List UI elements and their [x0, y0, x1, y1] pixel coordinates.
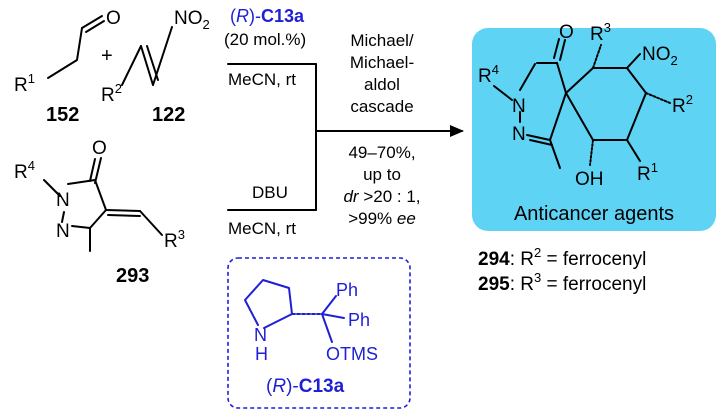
solvent-top: MeCN, rt	[228, 70, 296, 89]
conditions-top: (R)-C13a (20 mol.%) MeCN, rt	[224, 6, 306, 89]
catalyst-label-top: (R)-C13a	[230, 6, 305, 26]
pyrazolone-r3: R3	[164, 227, 185, 252]
product-r3: R3	[590, 20, 611, 45]
reaction-lines	[227, 63, 464, 211]
product-hydroxyl: OH	[575, 169, 604, 190]
product-nitro: NO2	[642, 44, 678, 68]
pyrazolone-oxygen: O	[92, 138, 107, 159]
up-to: up to	[363, 165, 401, 184]
aldehyde-oxygen: O	[106, 8, 121, 29]
product-r4: R4	[478, 62, 499, 87]
pyrazolone-r4: R4	[14, 158, 35, 183]
catalyst-phenyl-2: Ph	[348, 310, 370, 330]
aldehyde-structure: O R1 152	[14, 8, 121, 126]
compound-number-152: 152	[46, 104, 79, 126]
product-oxygen: O	[559, 22, 574, 43]
product-structure: R4 N N O R3 NO2 R2 R1 OH Anticancer agen…	[478, 20, 693, 225]
cascade-line-1: Michael/	[350, 31, 414, 50]
product-label: Anticancer agents	[514, 203, 674, 225]
catalyst-box	[227, 257, 411, 409]
catalyst-loading: (20 mol.%)	[224, 30, 306, 49]
cascade-line-4: cascade	[350, 97, 413, 116]
product-n1: N	[512, 96, 526, 117]
product-r1: R1	[637, 160, 658, 185]
nitro-group: NO2	[174, 8, 210, 32]
diastereoselectivity: dr >20 : 1,	[343, 187, 420, 206]
pyrazolone-n2: N	[56, 221, 70, 242]
catalyst-phenyl-1: Ph	[336, 280, 358, 300]
compound-number-293: 293	[116, 265, 149, 287]
plus-sign: +	[101, 45, 113, 67]
catalyst-otms: OTMS	[326, 344, 378, 364]
note-294: 294: R2 = ferrocenyl	[478, 245, 646, 270]
catalyst-box-label: (R)-C13a	[266, 376, 345, 397]
nitroalkene-r2: R2	[101, 81, 122, 106]
pyrazolone-structure: R4 N N O R3 293	[14, 138, 185, 287]
compound-number-122: 122	[152, 104, 185, 126]
nitroalkene-structure: NO2 R2 122	[101, 8, 210, 126]
solvent-bottom: MeCN, rt	[228, 219, 296, 238]
note-295: 295: R3 = ferrocenyl	[478, 270, 646, 295]
catalyst-structure: N H Ph Ph OTMS (R)-C13a	[244, 279, 378, 397]
product-n2: N	[512, 124, 526, 145]
base-label: DBU	[252, 183, 288, 202]
pyrazolone-n1: N	[56, 190, 70, 211]
cascade-text: Michael/ Michael- aldol cascade 49–70%, …	[343, 31, 420, 228]
conditions-bottom: DBU MeCN, rt	[228, 183, 296, 238]
aldehyde-r1: R1	[14, 71, 35, 96]
product-box	[472, 28, 716, 231]
product-notes: 294: R2 = ferrocenyl 295: R3 = ferroceny…	[478, 245, 646, 295]
catalyst-hydrogen: H	[255, 344, 268, 364]
product-r2: R2	[672, 92, 693, 117]
catalyst-nitrogen: N	[254, 325, 267, 345]
yield-range: 49–70%,	[348, 143, 415, 162]
cascade-line-2: Michael-	[350, 53, 414, 72]
cascade-line-3: aldol	[364, 75, 400, 94]
enantioselectivity: >99% ee	[348, 209, 416, 228]
